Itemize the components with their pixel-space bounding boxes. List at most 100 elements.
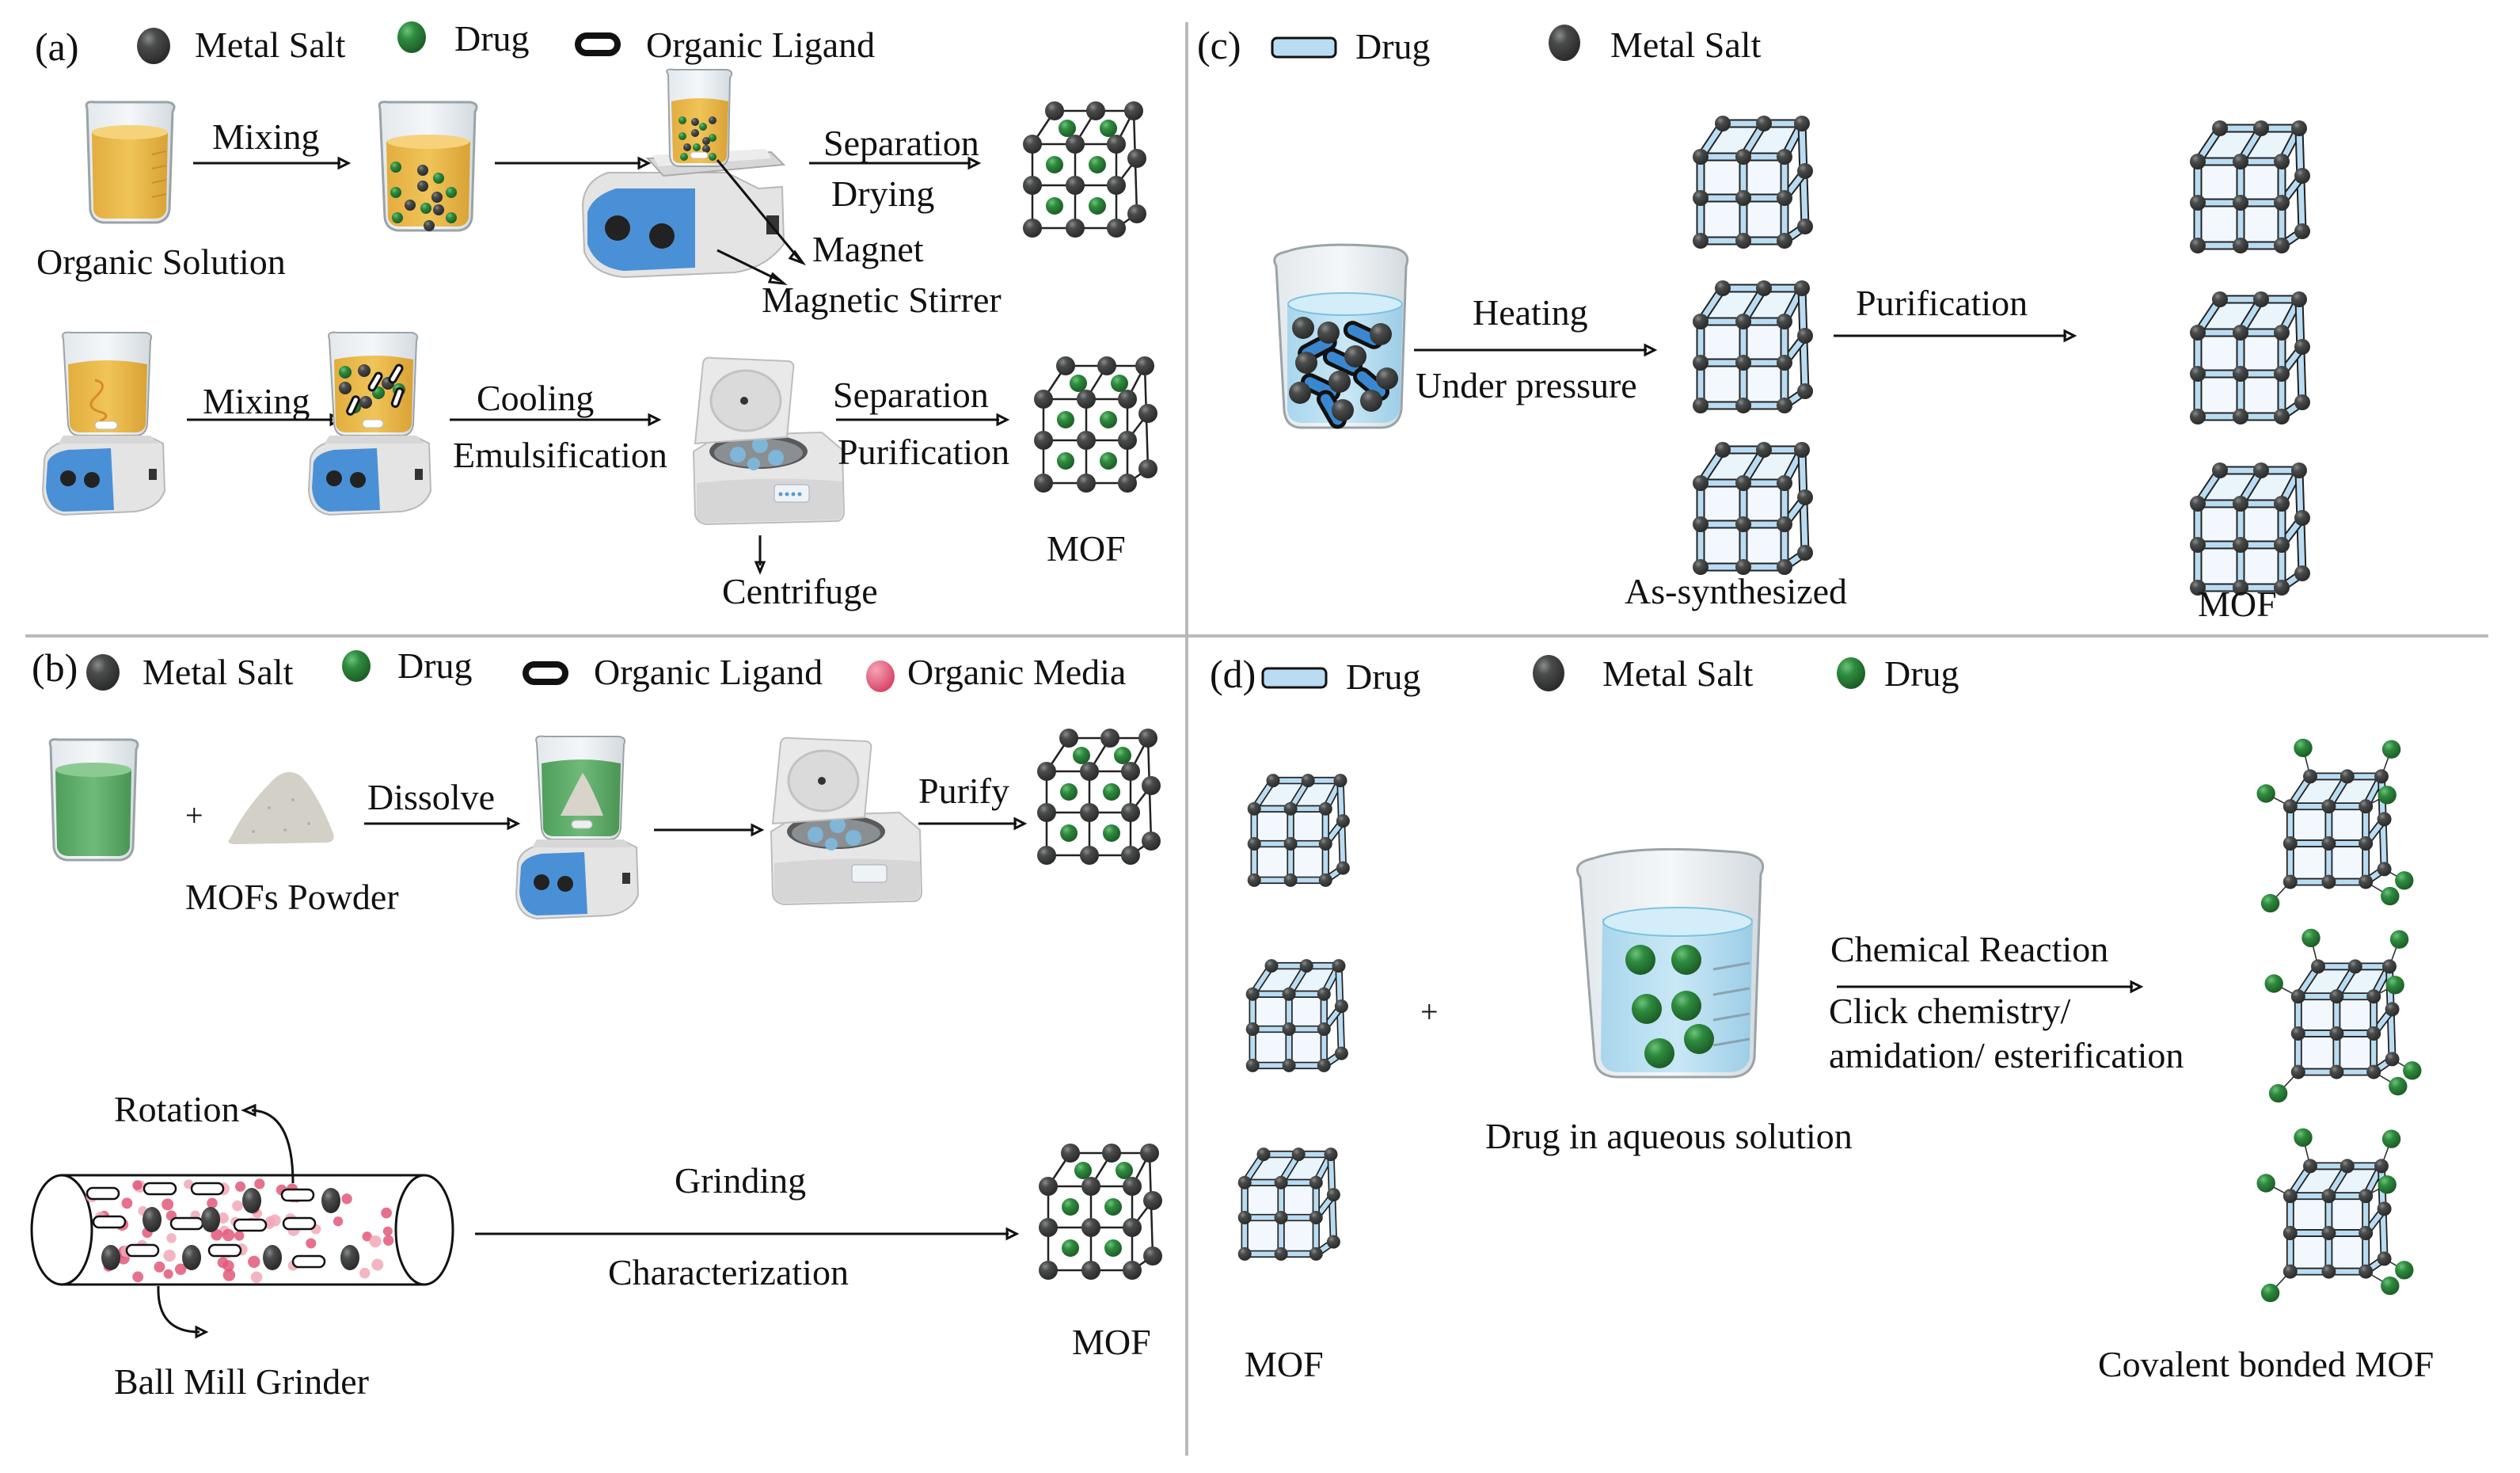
drug-sphere	[1100, 411, 1117, 428]
metal-salt-node	[1326, 1188, 1340, 1202]
metal-salt-node	[1693, 233, 1709, 249]
organic-media-particle	[121, 1197, 133, 1209]
metal-salt-node	[1317, 1058, 1331, 1072]
metal-salt-node	[1034, 390, 1053, 409]
metal-salt-node	[2233, 238, 2248, 253]
step-label: Under pressure	[1416, 365, 1637, 405]
metal-salt-node	[2291, 291, 2307, 307]
drug-sphere	[2377, 786, 2396, 805]
stirrer-with-beaker	[41, 331, 166, 516]
legend-label: Drug	[454, 18, 530, 59]
metal-salt-node	[2233, 325, 2248, 341]
metal-salt-node	[2274, 325, 2290, 341]
metal-salt-node	[1066, 176, 1085, 195]
metal-salt-node	[2374, 769, 2389, 784]
mof-lattice-svg	[1247, 774, 1350, 887]
organic-media-particle	[162, 1198, 174, 1211]
metal-salt-node	[1334, 1046, 1348, 1060]
drug-rod-icon	[1271, 36, 1337, 59]
drug-sphere	[1062, 1239, 1079, 1257]
metal-salt-node	[1039, 1261, 1058, 1280]
drug-sphere	[2395, 1261, 2414, 1280]
covalent-mof-crystal	[2261, 923, 2422, 1133]
metal-salt-node	[1299, 959, 1313, 973]
mof-lattice-svg	[2256, 738, 2414, 913]
metal-salt-node	[1245, 987, 1260, 1001]
step-label: Separation	[823, 123, 979, 163]
step-label: Purification	[838, 432, 1010, 472]
metal-salt-node	[1102, 1144, 1121, 1163]
mof-crystal	[2188, 458, 2315, 620]
metal-salt-node	[2339, 1159, 2355, 1174]
drug-sphere	[1046, 197, 1063, 215]
mof-crystal	[1691, 276, 1818, 438]
metal-salt-node	[1037, 803, 1056, 822]
drug-sphere	[1046, 156, 1063, 173]
magnetic-stirrer	[581, 68, 786, 279]
metal-salt-node	[2294, 565, 2310, 581]
mof-label: MOF	[1245, 1344, 1324, 1384]
step-label: Purification	[1856, 283, 2028, 323]
centrifuge-label: Centrifuge	[722, 571, 878, 611]
metal-salt-node	[1039, 1177, 1058, 1196]
step-label: Mixing	[203, 381, 310, 421]
organic-ligand-icon	[575, 32, 621, 56]
mof-crystal-drug-loaded	[1037, 725, 1164, 888]
organic-media-particle	[248, 1255, 260, 1269]
metal-salt-node	[2212, 120, 2228, 136]
metal-salt-node	[2233, 580, 2248, 596]
organic-media-particle	[362, 1231, 372, 1242]
drug-sphere	[1100, 120, 1117, 137]
organic-media-particle	[234, 1231, 245, 1241]
mof-lattice-svg	[1037, 729, 1161, 865]
process-arrow	[654, 823, 765, 837]
drug-sphere	[1062, 1198, 1079, 1216]
metal-salt-node	[2311, 959, 2325, 974]
metal-salt-node	[1777, 190, 1792, 206]
organic-media-particle	[163, 1269, 173, 1279]
metal-salt-node	[1077, 474, 1096, 493]
metal-salt-node	[1693, 516, 1709, 532]
rotation-arrow	[241, 1103, 295, 1184]
organic-solution-label: Organic Solution	[36, 242, 286, 282]
metal-salt-node	[2321, 1226, 2336, 1240]
metal-salt-node	[1715, 442, 1731, 458]
process-arrow	[809, 156, 982, 170]
mof-lattice-svg	[1039, 1144, 1162, 1280]
drug-sphere	[2256, 1174, 2275, 1193]
step-label: Characterization	[608, 1252, 849, 1292]
metal-salt-node	[2253, 120, 2269, 136]
metal-salt-node	[2282, 1226, 2298, 1240]
metal-salt-node	[2274, 195, 2290, 211]
metal-salt-node	[2294, 168, 2310, 184]
mof-lattice-svg	[1693, 116, 1813, 249]
metal-salt-node	[2294, 394, 2310, 410]
process-arrow	[193, 156, 352, 170]
panel-divider-horizontal	[25, 634, 2488, 638]
metal-salt-node	[2329, 1064, 2344, 1079]
organic-media-particle	[174, 1263, 187, 1275]
metal-salt-node	[2274, 366, 2290, 382]
metal-salt-node	[2190, 154, 2206, 169]
process-arrow	[836, 413, 1010, 427]
beaker-label: Drug in aqueous solution	[1485, 1116, 1853, 1156]
metal-salt-node	[2282, 1189, 2298, 1204]
metal-salt-node	[1256, 1148, 1271, 1162]
drug-sphere	[1070, 375, 1087, 392]
metal-salt-node	[1066, 219, 1085, 238]
mof-crystal	[1691, 111, 1818, 273]
mof-crystal	[1691, 437, 1818, 599]
stirrer-with-mixed-beaker	[307, 331, 432, 516]
mof-lattice-svg	[2264, 928, 2422, 1103]
metal-salt-node	[1037, 762, 1056, 781]
metal-salt-node	[1283, 837, 1298, 851]
mof-crystal	[1246, 770, 1355, 910]
metal-salt-node	[2253, 462, 2269, 478]
organic-media-particle	[264, 1219, 275, 1229]
beaker-green-solution	[48, 738, 139, 862]
metal-salt-node	[1142, 776, 1161, 795]
metal-salt-node	[1077, 390, 1096, 409]
metal-salt-node	[2321, 799, 2336, 814]
metal-salt-node	[1061, 1144, 1080, 1163]
drug-sphere-icon	[1837, 657, 1865, 689]
